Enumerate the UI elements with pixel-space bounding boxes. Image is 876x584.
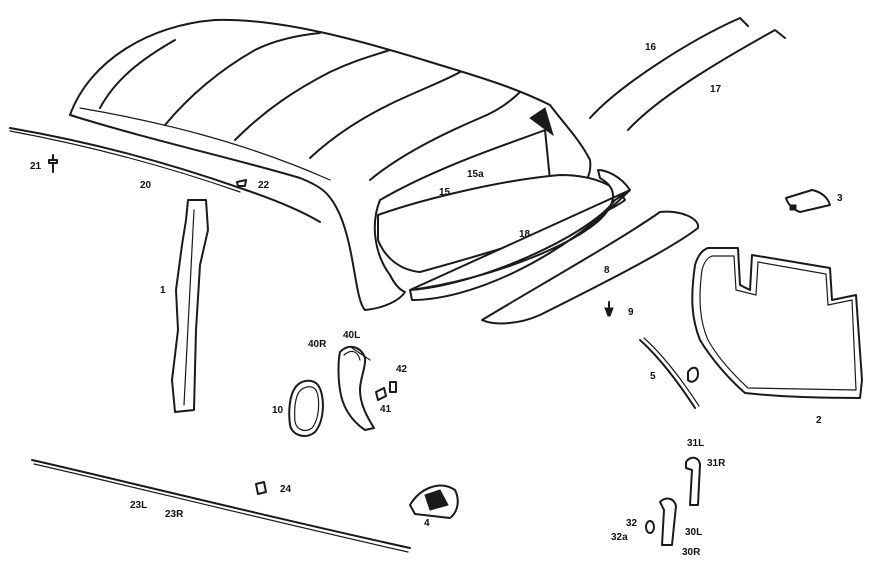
callout-labels: 1 2 3 4 5 8 9 10 15 15a 16 17 18 20 21 2… [30,42,843,558]
soft-top-cover [69,18,592,311]
callout-30L: 30L [685,527,702,538]
oval-seal-10 [288,379,324,437]
trim-31 [685,456,701,506]
callout-16: 16 [645,42,657,53]
emblem-4 [409,484,459,519]
callout-23L: 23L [130,500,147,511]
quarter-trim-40 [337,345,375,431]
callout-9: 9 [628,307,634,318]
callout-2: 2 [816,415,822,426]
bolt-21 [48,154,58,173]
callout-18: 18 [519,229,531,240]
strap-18 [409,169,631,301]
callout-8: 8 [604,265,610,276]
weatherstrip-5 [639,337,700,409]
rail-strip-16 [589,17,749,119]
button-9 [604,301,614,317]
fastener-41 [375,387,387,401]
callout-23R: 23R [165,509,184,520]
callout-31R: 31R [707,458,726,469]
callout-40R: 40R [308,339,327,350]
callout-15: 15 [439,187,451,198]
clip-22 [236,179,247,187]
callout-15a: 15a [467,169,484,180]
callout-24: 24 [280,484,292,495]
callout-21: 21 [30,161,42,172]
callout-30R: 30R [682,547,701,558]
callout-22: 22 [258,180,270,191]
callout-41: 41 [380,404,392,415]
panel-8 [481,210,700,325]
callout-31L: 31L [687,438,704,449]
side-window-2 [691,247,863,399]
sill-strip-23 [31,459,411,553]
clip-24 [255,481,267,495]
callout-3: 3 [837,193,843,204]
callout-1: 1 [160,285,166,296]
callout-32a: 32a [611,532,628,543]
washer-32 [645,520,655,534]
callout-17: 17 [710,84,722,95]
callout-10: 10 [272,405,284,416]
rail-strip-17 [627,29,786,131]
pillar-1 [171,199,209,413]
callout-42: 42 [396,364,408,375]
fastener-42 [389,381,397,393]
callout-40L: 40L [343,330,360,341]
front-strip-20 [9,127,321,223]
trim-30 [659,497,677,546]
callout-20: 20 [140,180,152,191]
callout-32: 32 [626,518,638,529]
box-3 [785,189,831,213]
rear-window-15 [377,174,626,273]
callout-4: 4 [424,518,430,529]
callout-5: 5 [650,371,656,382]
